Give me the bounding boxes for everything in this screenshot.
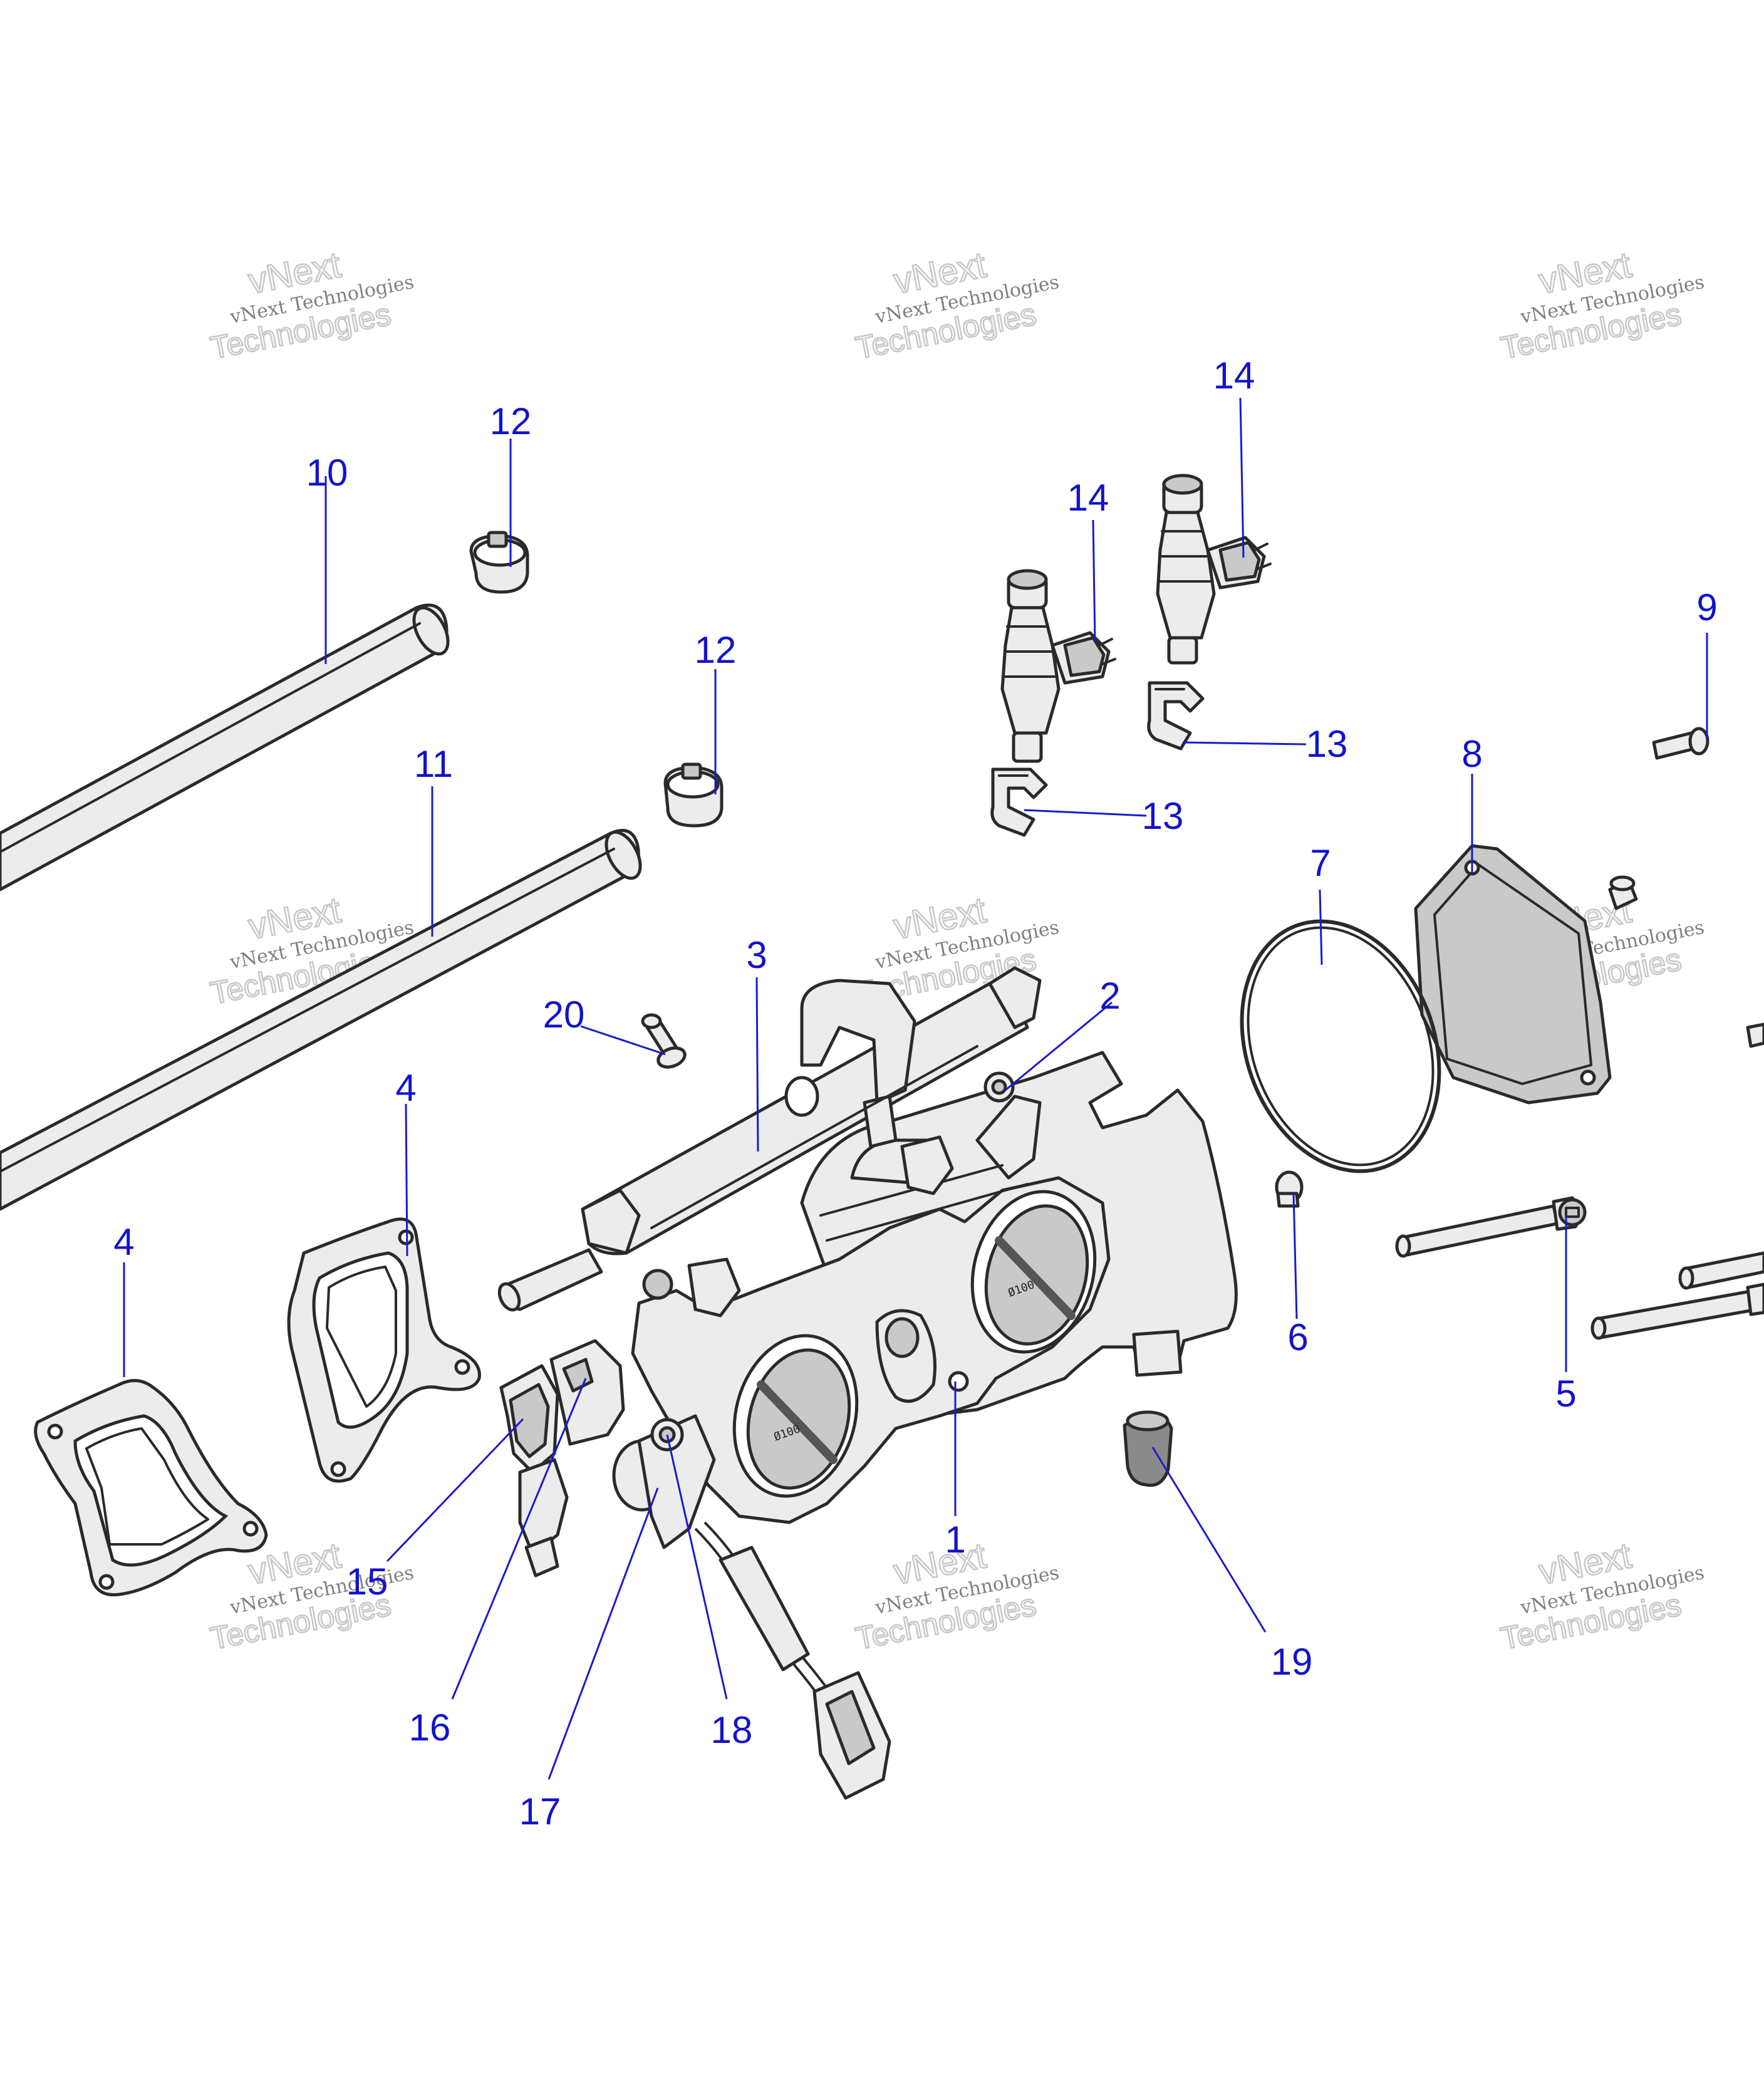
part-19-screw	[641, 1013, 687, 1069]
callout-9: 9	[1696, 586, 1717, 628]
part-5-bolt-middle	[1678, 1251, 1764, 1290]
leader-7	[1319, 889, 1323, 965]
part-4-gasket-right	[287, 1217, 481, 1483]
callout-labels: 10 12 12 11 14 14 13 13 9 8 7 2 3 20 4 4…	[113, 355, 1717, 1833]
callout-4-right: 4	[395, 1067, 416, 1109]
callout-20: 19	[1271, 1641, 1313, 1683]
leader-15	[386, 1418, 524, 1562]
part-20-rubber-cap	[1123, 1410, 1173, 1487]
part-6-fitting	[1275, 1170, 1304, 1208]
leader-14b	[1239, 397, 1245, 558]
part-5-bolt-upper	[1395, 1196, 1587, 1258]
callout-13-lower: 13	[1142, 795, 1184, 837]
part-12-hose-clamp-upper	[469, 531, 529, 594]
leader-6	[1292, 1193, 1298, 1319]
callout-14-right: 14	[1213, 355, 1255, 397]
part-3-fuel-rail	[497, 966, 1042, 1318]
callout-8: 8	[1461, 733, 1482, 775]
leader-lines	[123, 397, 1708, 1780]
callout-19: 20	[543, 994, 585, 1036]
callout-6: 6	[1287, 1316, 1308, 1358]
callout-3: 3	[746, 934, 767, 976]
watermark: vNext vNext Technologies Technologies	[1497, 1534, 1706, 1657]
part-13-injector-clip-upper	[1147, 681, 1205, 751]
callout-5: 5	[1555, 1373, 1576, 1415]
callout-7: 7	[1310, 842, 1331, 884]
callout-13-upper: 13	[1306, 723, 1348, 765]
watermark: vNext vNext Technologies Technologies	[207, 244, 416, 367]
leader-19	[580, 1025, 666, 1056]
part-2-screw	[983, 1071, 1015, 1103]
part-16-sensor-body	[549, 1339, 625, 1446]
part-13-injector-clip-lower	[990, 767, 1048, 837]
part-11-fuel-tube	[0, 829, 642, 1211]
part-17-throttle-position-sensor	[612, 1414, 891, 1800]
part-7-o-ring	[1240, 919, 1441, 1173]
callout-18: 18	[711, 1709, 753, 1751]
callout-4-left: 4	[113, 1221, 134, 1263]
callout-17: 17	[519, 1791, 561, 1833]
watermark-group: vNext vNext Technologies Technologies vN…	[207, 244, 1706, 1657]
leader-17	[547, 1487, 659, 1780]
part-12-hose-clamp-lower	[663, 762, 724, 828]
leader-2	[1005, 1001, 1113, 1091]
callout-14-left: 14	[1067, 477, 1109, 519]
leader-13b	[1024, 809, 1147, 817]
part-8-cover-plate	[1414, 844, 1612, 1105]
callout-12-upper: 12	[490, 400, 532, 442]
leader-18	[666, 1434, 728, 1700]
leader-20	[1151, 1447, 1267, 1633]
leader-14a	[1092, 519, 1096, 643]
part-10-fuel-tube	[0, 603, 450, 892]
callout-15: 15	[346, 1561, 388, 1603]
leader-4b	[405, 1103, 408, 1257]
callout-2: 2	[1099, 975, 1120, 1017]
watermark: vNext vNext Technologies Technologies	[852, 244, 1061, 367]
watermark: vNext vNext Technologies Technologies	[1497, 244, 1706, 367]
leader-16	[451, 1378, 587, 1700]
part-5-bolt-lower	[1590, 1282, 1764, 1340]
part-4-gasket-left	[34, 1379, 268, 1597]
callout-12-lower: 12	[695, 629, 737, 671]
part-14-fuel-injector-right	[1156, 474, 1272, 665]
callout-16: 16	[409, 1707, 451, 1749]
part-5-bolt-edge	[1746, 1022, 1764, 1048]
callout-1: 1	[945, 1519, 965, 1561]
part-9-screw	[1652, 727, 1710, 760]
leader-13a	[1182, 741, 1307, 746]
part-15-sensor	[499, 1364, 569, 1578]
callout-10: 10	[306, 452, 348, 494]
part-8-cover-screw	[1608, 875, 1638, 910]
part-14-fuel-injector-left	[1000, 569, 1116, 763]
leader-3	[755, 977, 759, 1152]
callout-11: 11	[414, 743, 453, 785]
